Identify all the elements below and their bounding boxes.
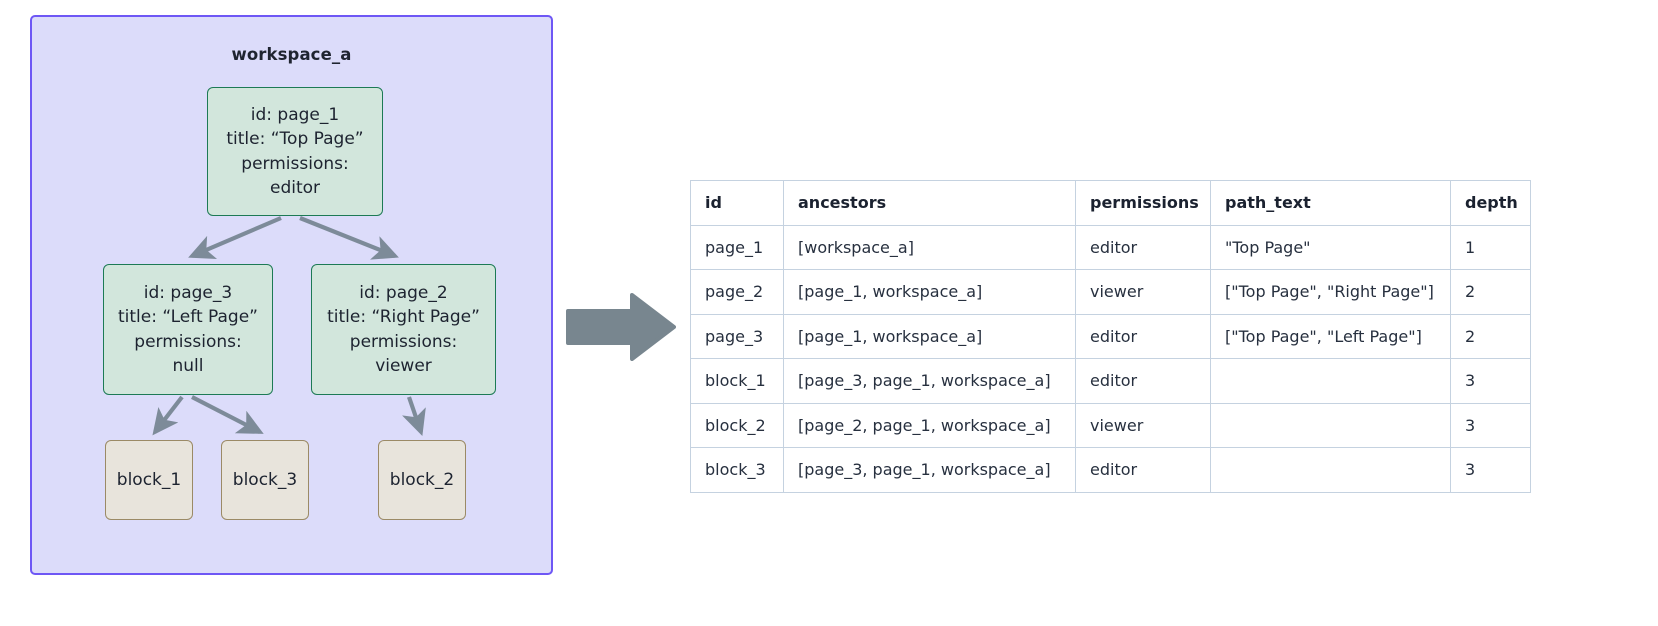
table-row: page_1 [workspace_a] editor "Top Page" 1 [690, 224, 1531, 270]
result-table-container: id ancestors permissions path_text depth… [690, 180, 1531, 493]
page3-id: id: page_3 [143, 283, 233, 304]
transition-right-arrow-icon [566, 293, 676, 361]
cell-depth: 2 [1450, 269, 1531, 315]
cell-permissions: editor [1075, 313, 1211, 359]
cell-depth: 1 [1450, 224, 1531, 270]
cell-ancestors: [page_3, page_1, workspace_a] [783, 447, 1076, 493]
cell-path-text [1210, 358, 1451, 404]
table-row: page_2 [page_1, workspace_a] viewer ["To… [690, 269, 1531, 315]
cell-depth: 2 [1450, 313, 1531, 359]
cell-permissions: editor [1075, 447, 1211, 493]
cell-ancestors: [workspace_a] [783, 224, 1076, 270]
result-table: id ancestors permissions path_text depth… [690, 180, 1531, 493]
node-block-1[interactable]: block_1 [105, 440, 193, 520]
cell-ancestors: [page_1, workspace_a] [783, 313, 1076, 359]
page2-permissions-label: permissions: [349, 331, 458, 352]
node-page-3[interactable]: id: page_3 title: “Left Page” permission… [103, 264, 273, 395]
table-row: block_3 [page_3, page_1, workspace_a] ed… [690, 447, 1531, 493]
cell-id: block_2 [690, 402, 784, 448]
block1-label: block_1 [116, 469, 182, 490]
cell-depth: 3 [1450, 402, 1531, 448]
col-header-permissions: permissions [1075, 180, 1211, 226]
block2-label: block_2 [389, 469, 455, 490]
page3-permissions-label: permissions: [134, 331, 242, 352]
cell-ancestors: [page_2, page_1, workspace_a] [783, 402, 1076, 448]
page2-permissions-value: viewer [375, 355, 432, 376]
workspace-title: workspace_a [231, 45, 352, 64]
col-header-depth: depth [1450, 180, 1531, 226]
node-page-2[interactable]: id: page_2 title: “Right Page” permissio… [311, 264, 496, 395]
page2-title: title: “Right Page” [327, 307, 480, 328]
cell-path-text: ["Top Page", "Left Page"] [1210, 313, 1451, 359]
cell-path-text: ["Top Page", "Right Page"] [1210, 269, 1451, 315]
page1-permissions-value: editor [269, 177, 321, 198]
table-row: block_2 [page_2, page_1, workspace_a] vi… [690, 402, 1531, 448]
cell-id: page_3 [690, 313, 784, 359]
cell-permissions: viewer [1075, 269, 1211, 315]
cell-id: page_1 [690, 224, 784, 270]
page1-title: title: “Top Page” [226, 129, 364, 150]
cell-id: block_1 [690, 358, 784, 404]
cell-permissions: editor [1075, 224, 1211, 270]
col-header-path-text: path_text [1210, 180, 1451, 226]
page3-title: title: “Left Page” [117, 307, 258, 328]
table-row: block_1 [page_3, page_1, workspace_a] ed… [690, 358, 1531, 404]
cell-ancestors: [page_1, workspace_a] [783, 269, 1076, 315]
cell-permissions: editor [1075, 358, 1211, 404]
node-block-2[interactable]: block_2 [378, 440, 466, 520]
page2-id: id: page_2 [359, 283, 448, 304]
cell-path-text [1210, 447, 1451, 493]
col-header-id: id [690, 180, 784, 226]
node-block-3[interactable]: block_3 [221, 440, 309, 520]
block3-label: block_3 [232, 469, 298, 490]
cell-depth: 3 [1450, 447, 1531, 493]
cell-permissions: viewer [1075, 402, 1211, 448]
page3-permissions-value: null [172, 355, 204, 376]
page1-permissions-label: permissions: [241, 153, 349, 174]
cell-depth: 3 [1450, 358, 1531, 404]
table-row: page_3 [page_1, workspace_a] editor ["To… [690, 313, 1531, 359]
col-header-ancestors: ancestors [783, 180, 1076, 226]
cell-id: block_3 [690, 447, 784, 493]
table-header-row: id ancestors permissions path_text depth [690, 180, 1531, 226]
cell-id: page_2 [690, 269, 784, 315]
cell-path-text [1210, 402, 1451, 448]
cell-ancestors: [page_3, page_1, workspace_a] [783, 358, 1076, 404]
node-page-1[interactable]: id: page_1 title: “Top Page” permissions… [207, 87, 383, 216]
cell-path-text: "Top Page" [1210, 224, 1451, 270]
page1-id: id: page_1 [250, 105, 340, 126]
